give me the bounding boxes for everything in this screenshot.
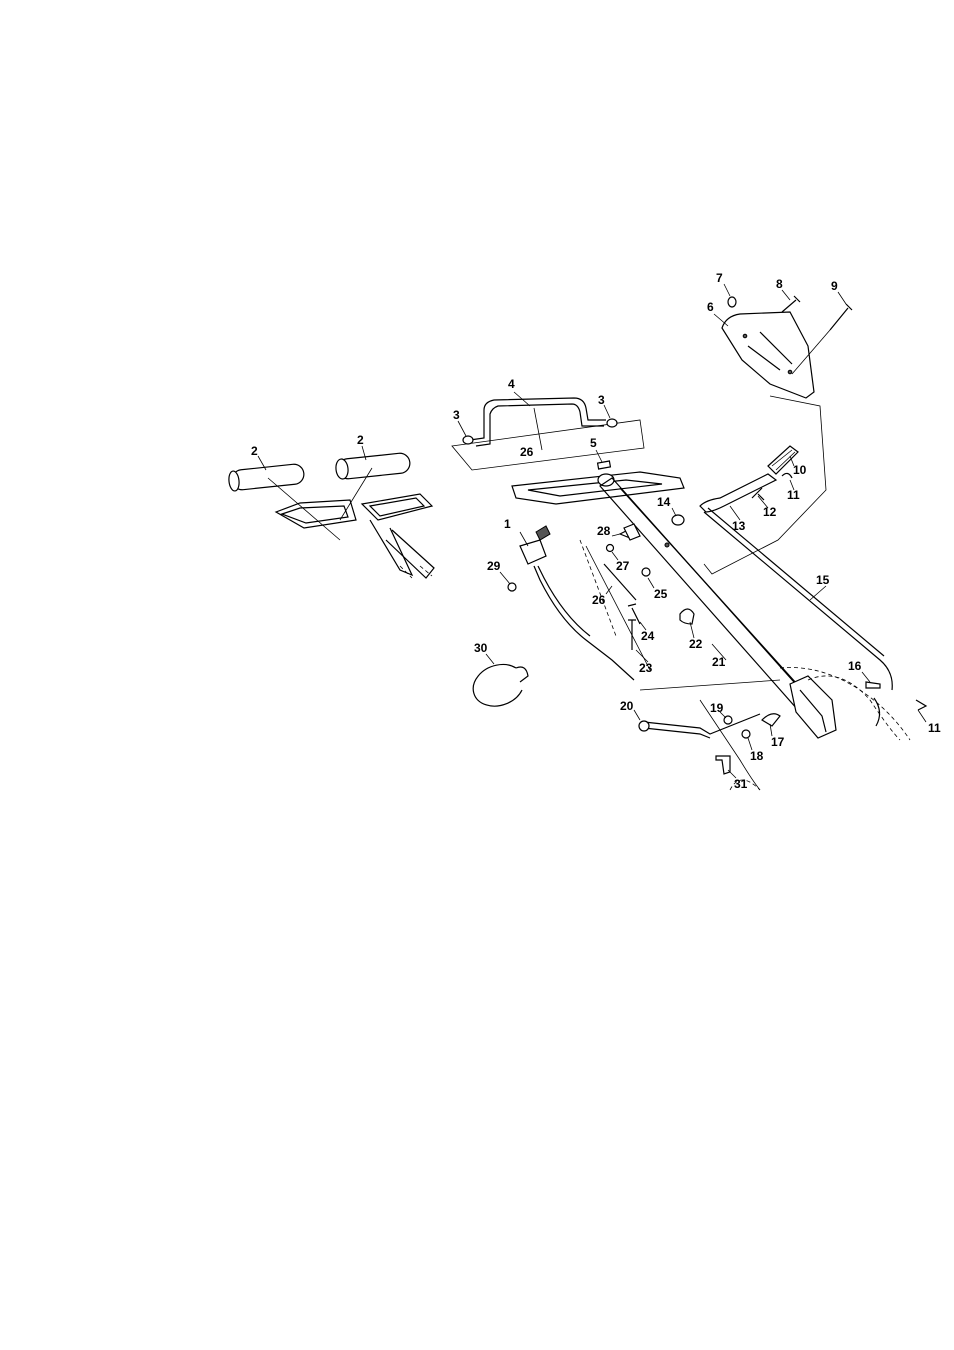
callout-14: 14 [657, 495, 671, 509]
callout-31: 31 [734, 777, 748, 791]
screw-part-24 [628, 604, 640, 624]
knob-part [639, 721, 649, 731]
clip-part-lower [916, 700, 926, 710]
bolt-part-23 [628, 620, 636, 650]
nut-part-18 [742, 730, 750, 738]
callout-13: 13 [732, 519, 746, 533]
callout-17: 17 [771, 735, 785, 749]
callout-28: 28 [597, 524, 611, 538]
lever-assembly [700, 446, 892, 690]
callout-11-lower: 11 [928, 721, 941, 735]
callout-24: 24 [641, 629, 655, 643]
left-handle-assembly [228, 452, 434, 578]
callout-23: 23 [639, 661, 653, 675]
cable-control-part [520, 540, 546, 564]
callout-26-upper: 26 [520, 445, 534, 459]
callout-16: 16 [848, 659, 862, 673]
callout-19: 19 [710, 701, 724, 715]
nut-part-27 [607, 545, 614, 552]
callout-3-right: 3 [598, 393, 605, 407]
callout-29: 29 [487, 559, 501, 573]
cable-clip-part [680, 609, 694, 624]
callout-12: 12 [763, 505, 777, 519]
handle-bracket-assembly [452, 398, 644, 470]
callout-21: 21 [712, 655, 726, 669]
callout-7: 7 [716, 271, 723, 285]
cover-plate-part [722, 312, 814, 398]
callout-labels: 1 2 2 3 3 4 5 6 7 8 9 10 11 11 12 13 14 … [251, 271, 941, 791]
bolt-part-top [830, 304, 852, 330]
callout-11-upper: 11 [787, 488, 800, 502]
upper-handle-frame-right [362, 494, 432, 520]
callout-2-left: 2 [251, 444, 258, 458]
spacer-part [672, 515, 684, 525]
washer-part-left [463, 436, 473, 444]
bottom-mechanism [639, 667, 926, 790]
nut-part-top [728, 297, 736, 307]
pivot-bracket-part [790, 676, 836, 738]
control-rod-part [704, 512, 892, 690]
callout-20: 20 [620, 699, 634, 713]
callout-25: 25 [654, 587, 668, 601]
screw-part-top [782, 296, 800, 312]
clip-part-upper [782, 473, 792, 478]
callout-10: 10 [793, 463, 807, 477]
bolt-part-31 [716, 756, 730, 774]
callout-27: 27 [616, 559, 630, 573]
callout-1: 1 [504, 517, 511, 531]
bolt-part-16 [866, 682, 880, 688]
shift-arm-part [762, 714, 780, 726]
callout-26-lower: 26 [592, 593, 606, 607]
callout-18: 18 [750, 749, 764, 763]
callout-5: 5 [590, 436, 597, 450]
grip-part-right [335, 452, 411, 479]
callout-8: 8 [776, 277, 783, 291]
callout-15: 15 [816, 573, 830, 587]
nut-part-cable [508, 583, 516, 591]
callout-4: 4 [508, 377, 515, 391]
nut-part-25 [642, 568, 650, 576]
callout-30: 30 [474, 641, 488, 655]
callout-3-left: 3 [453, 408, 460, 422]
callout-22: 22 [689, 637, 703, 651]
retaining-ring-part [473, 665, 528, 707]
bolt-part-lever [752, 488, 764, 500]
cover-assembly [704, 296, 852, 574]
callout-6: 6 [707, 300, 714, 314]
washer-part-right [607, 419, 617, 427]
grip-part-left [228, 463, 305, 491]
callout-2-right: 2 [357, 433, 364, 447]
callout-9: 9 [831, 279, 838, 293]
